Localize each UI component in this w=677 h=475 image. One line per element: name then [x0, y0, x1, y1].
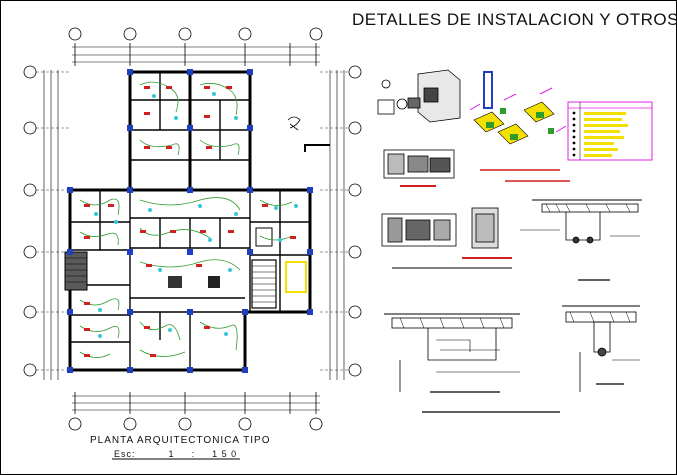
right-dimension-lines [329, 70, 345, 380]
scale-value-2: 1 5 0 [212, 449, 238, 459]
bottom-dimension-lines [72, 392, 320, 414]
generator-detail-icon [383, 149, 455, 187]
north-arrow-icon [287, 116, 301, 131]
left-dimension-lines [43, 70, 59, 380]
scale-label: Esc: [114, 449, 136, 459]
column-footing-detail [562, 305, 640, 392]
legend-table [567, 101, 653, 161]
electrical-outlets [94, 92, 298, 338]
tank-isometric-icon [469, 71, 570, 182]
plan-scale: Esc: 1 : 1 5 0 [114, 449, 237, 459]
slab-section-detail-1 [520, 199, 642, 281]
scale-value-1: 1 [168, 449, 175, 459]
top-dimension-lines [72, 43, 320, 66]
scale-colon: : [191, 449, 196, 459]
equipment-plan-detail-icon [381, 207, 512, 269]
grid-axis-bubbles [23, 27, 362, 431]
slab-section-detail-2 [384, 313, 560, 413]
grid-axis-lines [36, 71, 349, 371]
stair-core [64, 227, 307, 309]
light-fixtures [84, 86, 296, 357]
structural-columns [67, 69, 313, 373]
electrical-wiring [79, 81, 293, 358]
plan-title: PLANTA ARQUITECTONICA TIPO [90, 435, 271, 446]
pump-detail-icon [377, 69, 461, 123]
sheet-title: DETALLES DE INSTALACION Y OTROS . [352, 10, 677, 29]
section-marker [304, 144, 330, 152]
